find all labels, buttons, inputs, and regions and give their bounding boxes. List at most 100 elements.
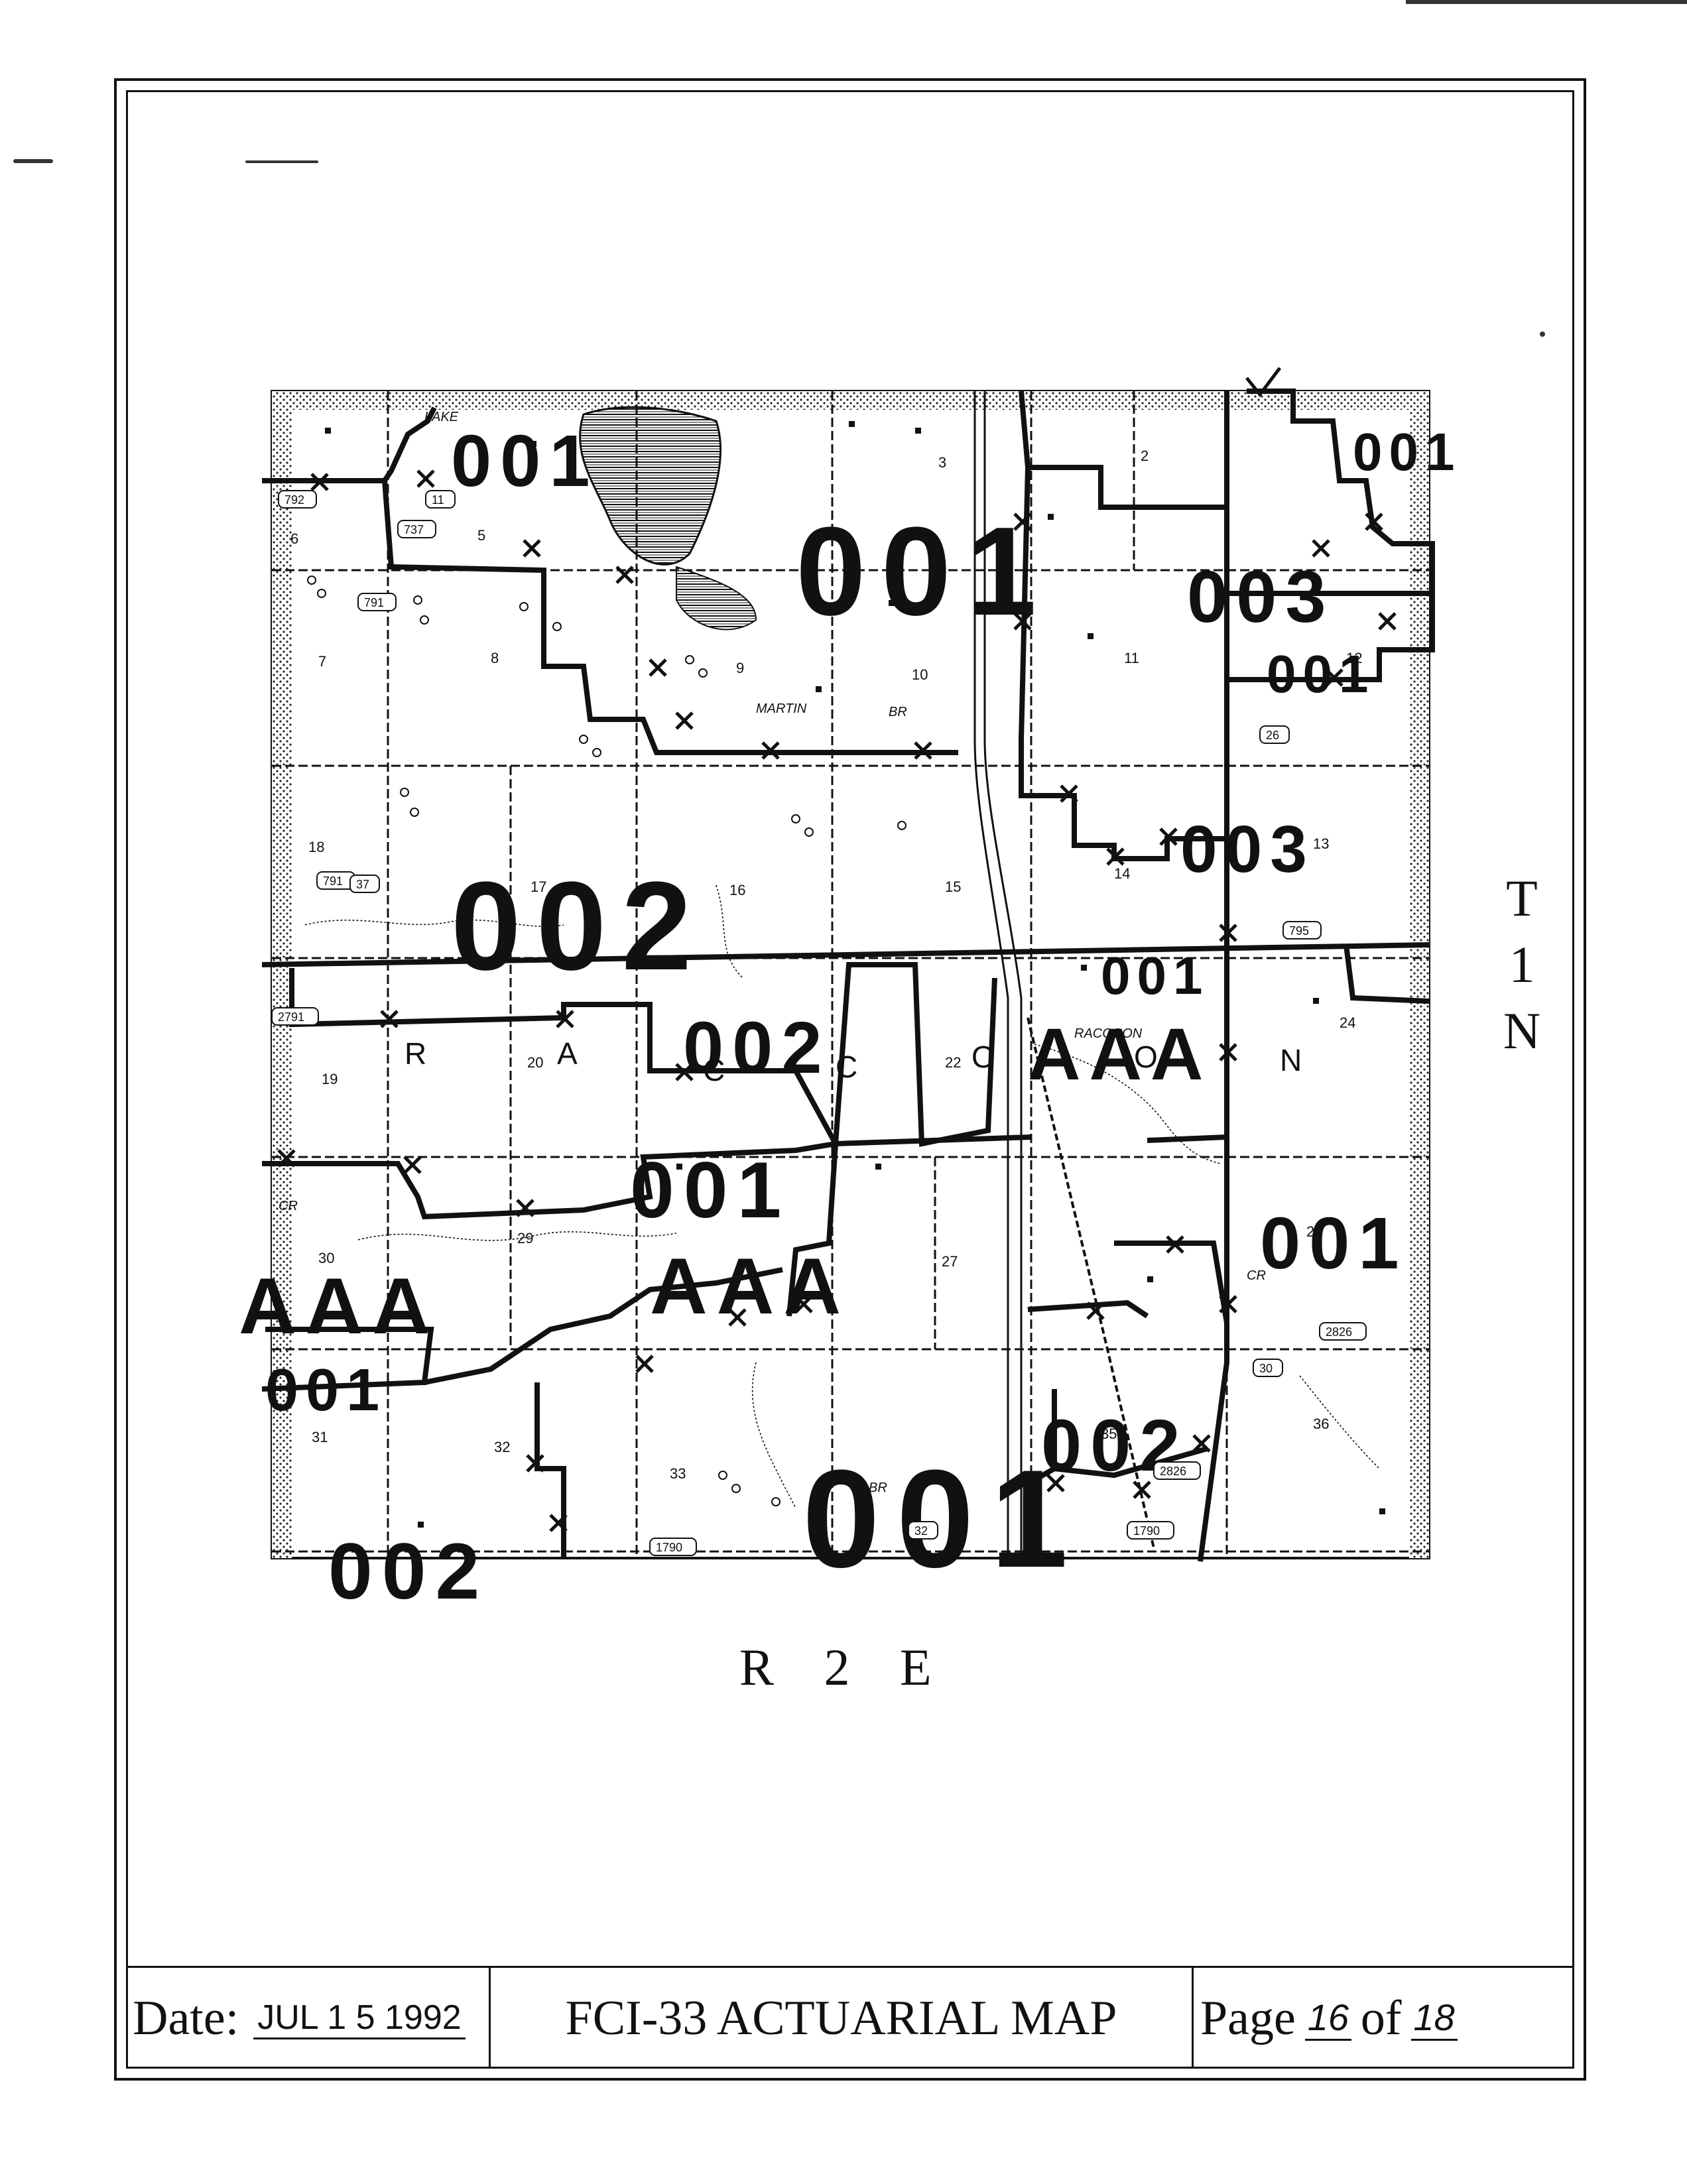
route-number: 791 xyxy=(323,875,343,888)
zone-label: 001 xyxy=(1101,946,1209,1005)
district-letter: O xyxy=(1134,1040,1158,1074)
section-number: 10 xyxy=(912,666,928,683)
zone-label: 001 xyxy=(796,501,1052,642)
route-number: 26 xyxy=(1266,729,1279,742)
route-number: 11 xyxy=(432,493,444,507)
section-number: 12 xyxy=(1346,650,1362,666)
map-title: FCI-33 ACTUARIAL MAP xyxy=(491,1968,1194,2069)
section-number: 35 xyxy=(1101,1426,1117,1442)
zone-label: AAA xyxy=(1028,1014,1212,1095)
route-shield xyxy=(1127,1521,1174,1540)
outer-border xyxy=(114,78,1586,2081)
section-number: 11 xyxy=(1124,650,1139,666)
district-letter: C xyxy=(703,1053,725,1087)
route-shield xyxy=(1259,725,1290,744)
section-number: 20 xyxy=(527,1054,543,1071)
township-t: T xyxy=(1506,869,1538,927)
route-shield xyxy=(349,875,380,893)
route-number: 1790 xyxy=(1133,1524,1160,1538)
place-label: CR xyxy=(1247,1268,1266,1283)
section-number: 29 xyxy=(517,1230,533,1246)
page-of: of xyxy=(1360,1990,1402,2045)
route-shield xyxy=(649,1538,697,1556)
scan-speck xyxy=(13,159,53,163)
place-label: CR xyxy=(279,1199,298,1213)
district-letter: A xyxy=(557,1036,578,1071)
zone-label: AAA xyxy=(239,1262,439,1351)
zone-label: 001 xyxy=(265,1357,387,1424)
section-number: 15 xyxy=(945,879,961,895)
route-number: 792 xyxy=(284,493,304,507)
section-number: 27 xyxy=(942,1253,958,1270)
section-number: 25 xyxy=(1306,1223,1322,1240)
zone-label: AAA xyxy=(650,1242,850,1331)
section-number: 6 xyxy=(290,530,298,547)
route-shield xyxy=(1153,1461,1201,1480)
zone-label: 001 xyxy=(802,1441,1084,1597)
route-shield xyxy=(908,1521,938,1540)
section-number: 30 xyxy=(318,1250,334,1266)
route-number: 30 xyxy=(1259,1362,1273,1375)
section-number: 33 xyxy=(670,1465,686,1482)
zone-label: 002 xyxy=(683,1007,831,1089)
route-number: 2826 xyxy=(1326,1325,1352,1339)
section-number: 8 xyxy=(491,650,499,666)
section-number: 24 xyxy=(1340,1014,1355,1031)
place-label: MARTIN xyxy=(756,701,807,716)
actuarial-map: 001001003001001002003001002AAA001001AAAA… xyxy=(239,367,1454,1616)
date-stamp: JUL 1 5 1992 xyxy=(253,1998,466,2039)
scan-speck xyxy=(1540,332,1545,337)
section-number: 22 xyxy=(945,1054,961,1071)
page-cell: Page 16 of 18 xyxy=(1194,1968,1574,2069)
section-number: 18 xyxy=(308,839,324,855)
district-letter: N xyxy=(1280,1043,1302,1077)
zone-label: 001 xyxy=(451,420,599,502)
district-letter: R xyxy=(405,1036,426,1071)
section-number: 14 xyxy=(1114,865,1130,882)
zone-label: 001 xyxy=(1260,1203,1408,1284)
section-number: 9 xyxy=(736,660,744,676)
route-shield xyxy=(1319,1322,1367,1341)
township-number: 1 xyxy=(1509,936,1535,993)
route-shield xyxy=(397,520,436,538)
section-number: 13 xyxy=(1313,835,1329,852)
section-number: 32 xyxy=(494,1439,510,1455)
check-mark xyxy=(1245,367,1281,398)
route-number: 32 xyxy=(914,1524,928,1538)
route-shield xyxy=(278,490,317,509)
township-direction: N xyxy=(1503,1002,1541,1060)
zone-label: 002 xyxy=(451,856,707,997)
place-label: RACCOON xyxy=(1074,1026,1143,1041)
place-label: LAKE xyxy=(424,410,459,424)
route-number: 1790 xyxy=(656,1541,682,1554)
section-number: 19 xyxy=(322,1071,338,1087)
section-number: 2 xyxy=(1141,448,1149,464)
range-label: R 2 E xyxy=(739,1638,950,1696)
section-number: 16 xyxy=(729,882,745,898)
place-label: BR xyxy=(869,1481,887,1495)
route-number: 37 xyxy=(356,878,369,891)
inner-border xyxy=(126,90,1574,2069)
route-shield xyxy=(425,490,456,509)
zone-label: 003 xyxy=(1180,812,1315,886)
scan-speck xyxy=(245,160,318,163)
page-number: 16 xyxy=(1304,1996,1351,2041)
route-number: 2826 xyxy=(1160,1465,1186,1478)
route-shield xyxy=(1253,1359,1283,1377)
route-shield xyxy=(1282,921,1322,940)
route-number: 791 xyxy=(364,596,384,609)
zone-label: 001 xyxy=(1353,422,1461,481)
page-prefix: Page xyxy=(1200,1990,1296,2045)
district-letter: O xyxy=(971,1040,995,1074)
date-label: Date: xyxy=(133,1990,239,2045)
zone-label: 001 xyxy=(630,1146,790,1235)
route-shield xyxy=(271,1007,319,1026)
section-number: 5 xyxy=(477,527,485,544)
route-number: 737 xyxy=(404,523,424,536)
zone-label: 003 xyxy=(1187,556,1335,638)
section-number: 7 xyxy=(318,653,326,670)
zone-label: 001 xyxy=(1267,644,1375,703)
section-number: 36 xyxy=(1313,1416,1329,1432)
page-total: 18 xyxy=(1410,1996,1458,2041)
date-cell: Date: JUL 1 5 1992 xyxy=(126,1968,491,2069)
